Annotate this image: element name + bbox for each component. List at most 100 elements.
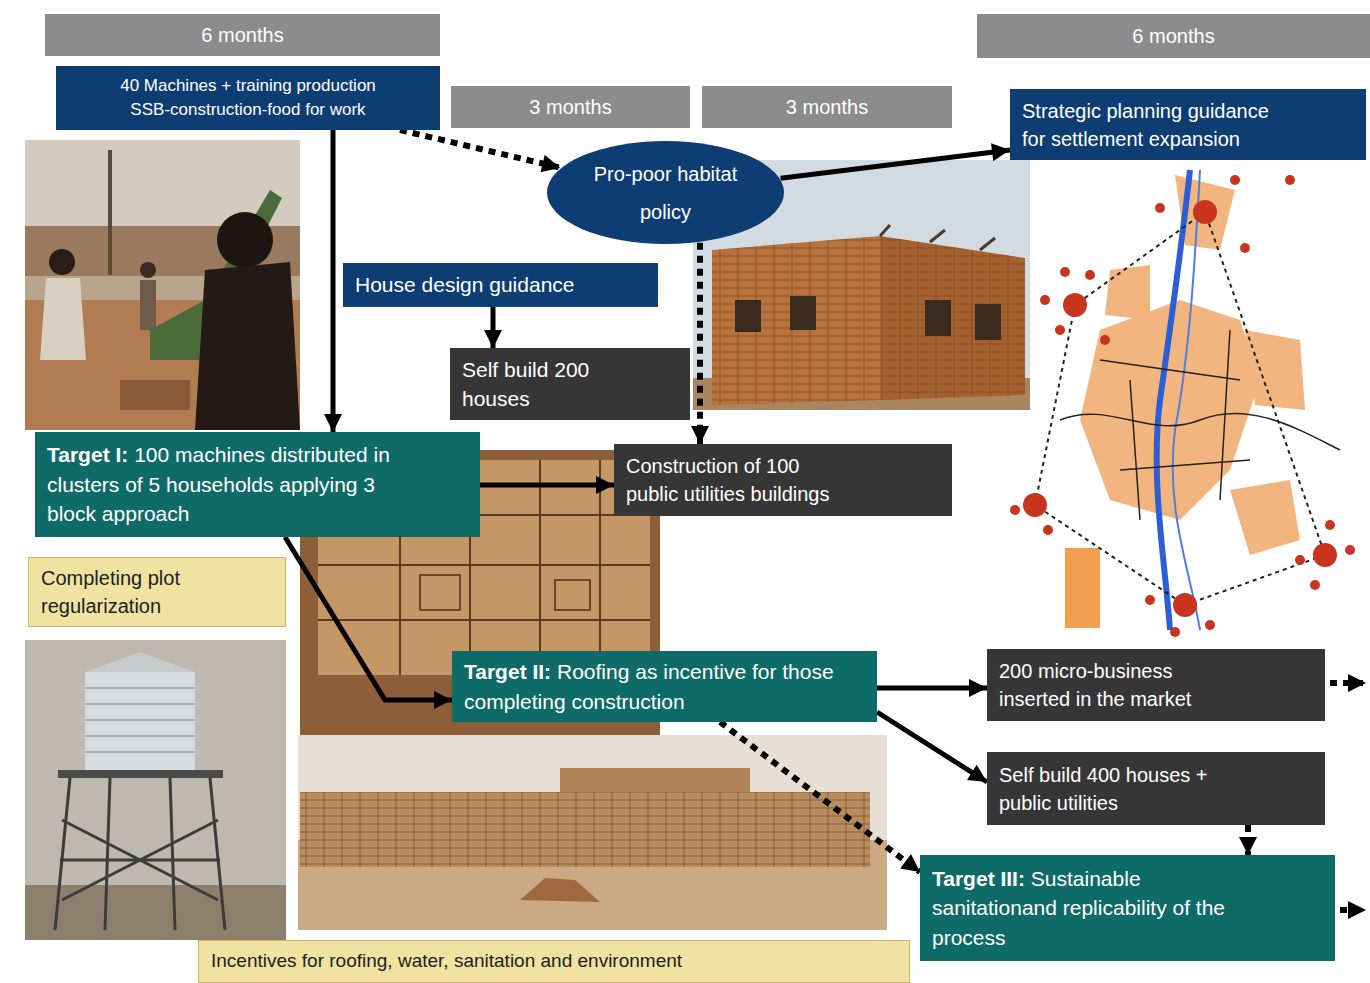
photo-wall-bricks — [300, 792, 870, 867]
node-label: Strategic planning guidance for settleme… — [1022, 100, 1269, 150]
map-settlement — [1065, 548, 1100, 628]
map-dot — [1085, 270, 1095, 280]
ellipse-outline — [546, 140, 785, 245]
node-label: 200 micro-business inserted in the marke… — [999, 660, 1191, 710]
node-text: Self build 400 houses + public utilities — [999, 761, 1259, 817]
target-heading: Target II: — [464, 660, 551, 683]
node-text: Incentives for roofing, water, sanitatio… — [211, 948, 682, 975]
photo-wall-bricks — [712, 236, 880, 405]
photo-pole — [108, 150, 112, 275]
flow-arrow — [480, 483, 614, 488]
dotted-arrow — [697, 243, 703, 444]
map-center — [1193, 200, 1217, 224]
node-text: Strategic planning guidance for settleme… — [1022, 97, 1292, 153]
map-dot — [1040, 295, 1050, 305]
map-dot — [1345, 545, 1355, 555]
node-text: Target I:100 machines distributed in clu… — [47, 440, 392, 528]
process-box: Strategic planning guidance for settleme… — [1010, 89, 1366, 160]
ellipse-shape — [547, 141, 784, 244]
map-dot — [1310, 580, 1320, 590]
map-growth-points — [1010, 175, 1355, 637]
photo-window — [925, 300, 951, 336]
photo-platform — [58, 770, 223, 778]
map-dot — [1043, 525, 1053, 535]
node-label: Self build 200 houses — [462, 358, 589, 410]
photo-tank-top — [85, 652, 195, 672]
photo-room — [555, 580, 590, 610]
map-river — [1173, 170, 1200, 630]
map-settlement — [1105, 265, 1150, 320]
photo-person-body — [140, 280, 156, 330]
node-label: 6 months — [201, 24, 283, 46]
flow-arrow — [781, 150, 1010, 178]
node-label: 6 months — [1132, 25, 1214, 47]
node-label: Construction of 100 public utilities bui… — [626, 455, 829, 505]
node-label: Incentives for roofing, water, sanitatio… — [211, 950, 682, 971]
photo-person-body — [195, 262, 300, 430]
map-dot — [1100, 335, 1110, 345]
target-box: Target II:Roofing as incentive for those… — [452, 651, 877, 722]
photo-tower-legs — [55, 778, 225, 930]
node-label: 40 Machines + training production SSB-co… — [120, 76, 376, 119]
photo-room — [420, 575, 460, 610]
dotted-arrow — [720, 722, 920, 872]
map-settlement — [1230, 480, 1300, 555]
photo-wall — [712, 236, 880, 405]
photo-wall — [300, 792, 870, 867]
flow-arrow — [491, 307, 496, 348]
map-dot — [1325, 520, 1335, 530]
node-text: Target II:Roofing as incentive for those… — [464, 657, 865, 716]
node-text: 3 months — [529, 93, 611, 121]
photo-window — [790, 296, 816, 330]
photo-tank — [85, 672, 195, 770]
photo-roof-beams — [880, 225, 995, 250]
map-dot — [1060, 267, 1070, 277]
map-dot — [1155, 203, 1165, 213]
dotted-arrow — [1245, 825, 1251, 855]
duration-bar: 3 months — [702, 86, 952, 128]
duration-bar: 6 months — [45, 14, 440, 56]
process-box: Self build 400 houses + public utilities — [987, 752, 1325, 825]
node-label: 3 months — [786, 96, 868, 118]
duration-bar: 3 months — [451, 86, 690, 128]
note-box: Incentives for roofing, water, sanitatio… — [198, 940, 910, 983]
flow-arrow — [877, 686, 987, 691]
map-dot — [1285, 175, 1295, 185]
node-label: House design guidance — [355, 273, 575, 296]
photo-tank-stripes — [85, 688, 195, 752]
photo-sky — [298, 735, 887, 930]
target-heading: Target III: — [932, 867, 1025, 890]
node-text: Target III:Sustainable sanitationand rep… — [932, 864, 1252, 952]
node-text: 200 micro-business inserted in the marke… — [999, 657, 1219, 713]
flow-arrow — [285, 537, 452, 700]
note-box: Completing plot regularization — [28, 557, 286, 627]
photo-person-head — [140, 262, 156, 278]
node-text: Self build 200 houses — [462, 355, 622, 414]
photo-ground — [25, 140, 300, 430]
map-expansion-lines — [1035, 212, 1325, 605]
process-box: Self build 200 houses — [450, 348, 690, 420]
photo-ground — [25, 885, 286, 940]
process-box: House design guidance — [343, 263, 658, 307]
photo-blocks — [120, 380, 190, 410]
continuation-arrow — [1330, 680, 1366, 686]
photo-window — [975, 304, 1001, 340]
photo-workers — [25, 140, 300, 430]
node-text: Pro-poor habitat policy — [591, 155, 741, 231]
map-settlement — [1245, 330, 1305, 410]
photo-person-body — [40, 278, 86, 360]
photo-building — [560, 768, 750, 794]
map-dot — [1230, 175, 1240, 185]
target-box: Target I:100 machines distributed in clu… — [35, 432, 480, 537]
node-text: 3 months — [786, 93, 868, 121]
settlement-map — [1010, 170, 1355, 637]
node-label: 3 months — [529, 96, 611, 118]
flow-arrow — [331, 130, 336, 432]
node-label: Pro-poor habitat policy — [594, 163, 737, 223]
photo-person-head — [217, 212, 273, 268]
map-dot — [1055, 325, 1065, 335]
process-box: 200 micro-business inserted in the marke… — [987, 649, 1325, 721]
map-dot — [1295, 555, 1305, 565]
photo-window — [735, 300, 761, 332]
